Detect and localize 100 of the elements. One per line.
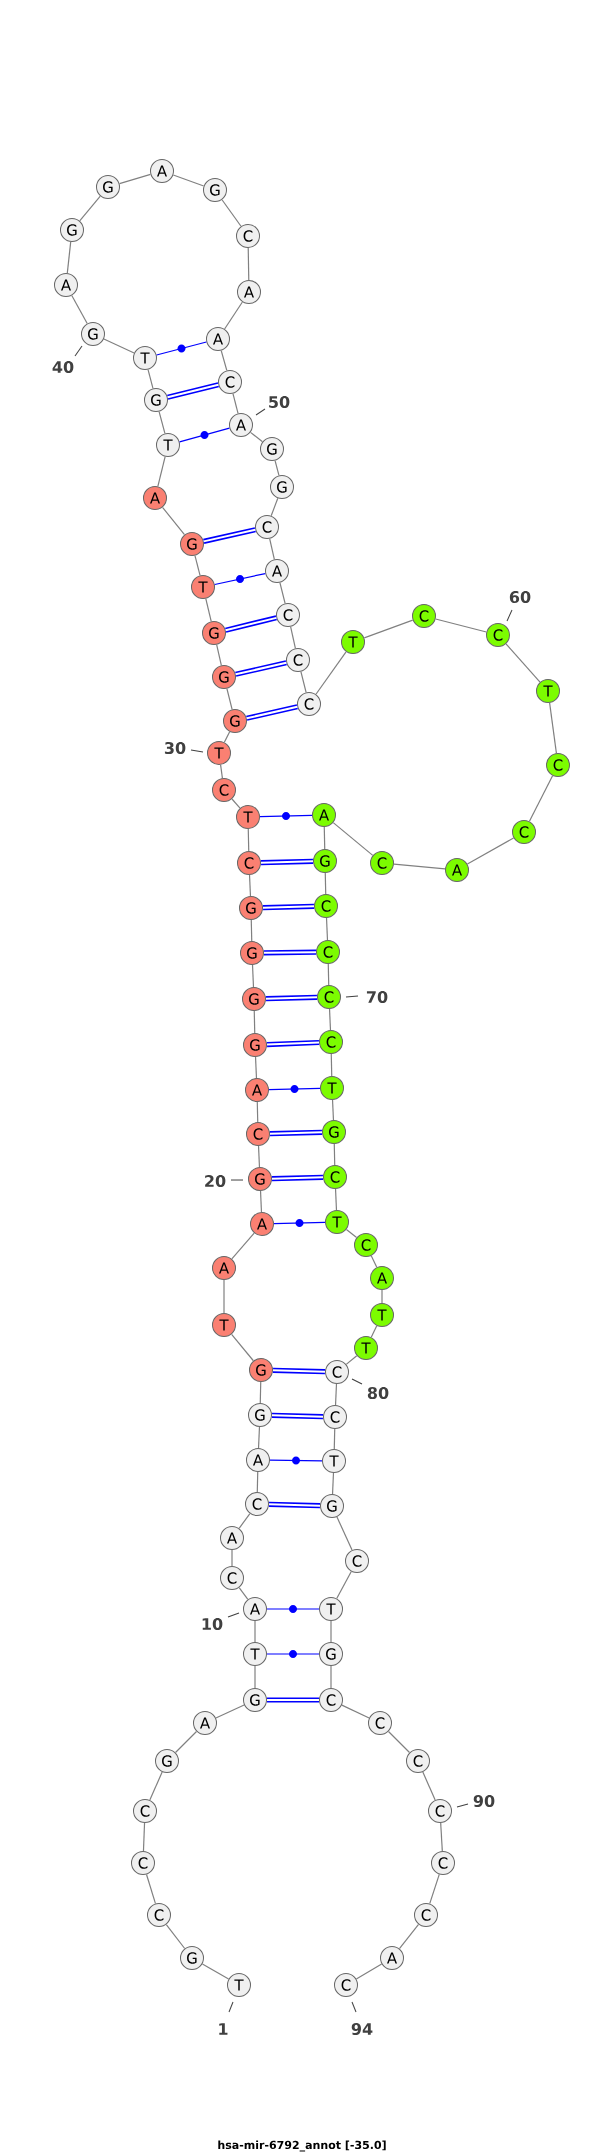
base-pair-line (268, 1501, 321, 1509)
base-pair-line (266, 1650, 320, 1658)
backbone-line (226, 688, 233, 710)
position-number: 94 (351, 2023, 373, 2036)
base-pair-line (273, 1219, 326, 1227)
backbone-line (381, 1289, 383, 1304)
backbone-line (440, 1822, 443, 1852)
backbone-line (231, 1232, 255, 1260)
backbone-line (270, 497, 279, 517)
backbone-line (221, 199, 242, 227)
position-number: 70 (366, 990, 388, 1004)
backbone-line (330, 1053, 333, 1077)
base-pair-line (271, 1174, 324, 1182)
backbone-line (505, 643, 541, 683)
base-pair-line (214, 572, 266, 586)
backbone-line (422, 1771, 436, 1801)
backbone-line (300, 671, 307, 693)
position-number: 20 (205, 1174, 226, 1188)
base-pair-line (266, 1039, 320, 1048)
backbone-line (269, 538, 275, 560)
backbone-line (251, 964, 255, 988)
backbone-line (370, 1325, 378, 1338)
backbone-line (429, 1873, 440, 1905)
backbone-line (172, 174, 205, 187)
backbone-line (201, 1963, 230, 1980)
backbone-line (79, 195, 101, 222)
backbone-line (231, 1333, 254, 1362)
backbone-line (254, 1620, 256, 1643)
backbone-line (254, 1056, 258, 1079)
backbone-line (323, 826, 326, 850)
backbone-line (549, 702, 557, 754)
backbone-line (336, 1516, 353, 1551)
backbone-line (118, 173, 152, 185)
backbone-line (259, 1190, 263, 1213)
backbone-line (334, 1188, 338, 1211)
base-pair-line (269, 1456, 323, 1465)
backbone-line (274, 460, 280, 476)
backbone-line (259, 1381, 262, 1404)
base-pair-line (259, 812, 313, 820)
backbone-line (254, 1665, 256, 1689)
base-pair-line (156, 341, 207, 356)
backbone-line (336, 1570, 352, 1600)
backbone-line (147, 369, 154, 389)
base-pair-line (224, 615, 278, 633)
backbone-line (330, 1620, 332, 1643)
backbone-line (248, 874, 252, 897)
backbone-line (256, 1471, 259, 1493)
backbone-line (103, 338, 135, 354)
base-pair-line (269, 1129, 323, 1137)
backbone-line (370, 1255, 378, 1268)
base-pair-line (179, 427, 231, 443)
backbone-line (71, 294, 88, 325)
backbone-line (355, 1963, 383, 1980)
backbone-line (345, 1355, 358, 1365)
backbone-line (249, 431, 264, 443)
base-pair-line (266, 1697, 320, 1703)
backbone-line (231, 798, 241, 809)
backbone-line (216, 644, 222, 666)
backbone-line (435, 618, 487, 633)
base-pair-line (266, 1605, 320, 1613)
backbone-line (528, 775, 554, 822)
backbone-line (238, 1587, 249, 1600)
backbone-line (325, 917, 329, 941)
backbone-line (220, 349, 228, 372)
backbone-line (393, 863, 446, 870)
base-pair-line (262, 903, 315, 911)
backbone-line (253, 1010, 256, 1034)
backbone-line (332, 822, 374, 856)
backbone-line (250, 919, 253, 942)
backbone-line (220, 764, 223, 779)
position-number: 1 (219, 2023, 228, 2035)
backbone-line (161, 506, 186, 536)
backbone-line (247, 828, 250, 852)
backbone-line (398, 1923, 420, 1950)
backbone-line (257, 1426, 261, 1449)
backbone-line (341, 1704, 370, 1719)
backbone-line (327, 963, 330, 986)
backbone-line (387, 1730, 411, 1754)
base-pair-line (234, 660, 288, 677)
position-number: 80 (367, 1386, 389, 1400)
backbone-line (232, 393, 239, 414)
backbone-line (466, 837, 515, 865)
position-number: 40 (52, 360, 74, 374)
position-number: 10 (202, 1617, 223, 1631)
backbone-line (324, 872, 327, 895)
backbone-line (231, 1549, 233, 1567)
backbone-line (238, 1513, 251, 1529)
backbone-line (315, 651, 347, 695)
position-number: 30 (164, 741, 186, 755)
backbone-line (205, 598, 212, 622)
backbone-line (66, 241, 72, 274)
backbone-line (247, 247, 250, 281)
position-number: 50 (269, 395, 290, 409)
backbone-line (333, 1428, 336, 1450)
base-pair-line (245, 704, 299, 721)
backbone-line (215, 1704, 245, 1719)
base-pair-line (260, 858, 314, 866)
caption: hsa-mir-6792_annot [-35.0] (218, 2140, 386, 2152)
backbone-line (194, 555, 201, 576)
backbone-line (223, 731, 231, 743)
